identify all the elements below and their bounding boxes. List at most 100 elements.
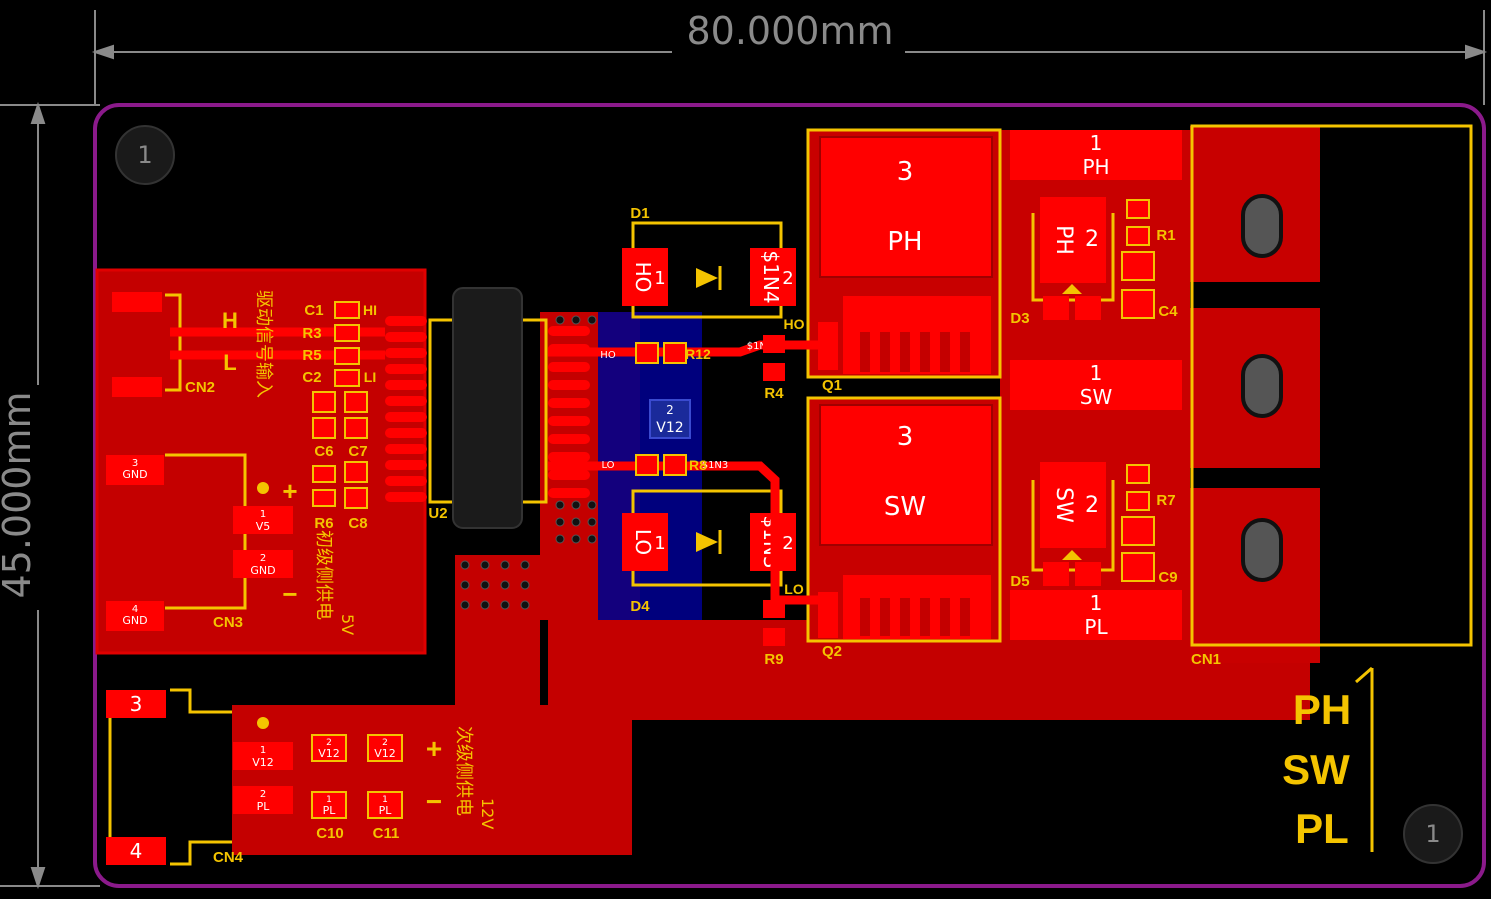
n1n4-net-tag: $1N4 [747, 341, 774, 352]
cn1-label: CN1 [1191, 651, 1221, 668]
q2-label: Q2 [822, 643, 842, 660]
svg-text:C2: C2 [302, 369, 321, 386]
c4-capacitor[interactable]: C4 [1121, 251, 1178, 320]
svg-text:GND: GND [122, 614, 147, 627]
svg-text:PL: PL [323, 804, 337, 817]
q2-net-label: SW [884, 492, 926, 522]
mounting-hole-top-left[interactable]: 1 [115, 125, 175, 185]
svg-text:C6: C6 [314, 443, 333, 460]
svg-text:LO: LO [631, 529, 655, 555]
svg-text:R1: R1 [1156, 227, 1175, 244]
primary-supply-label: 初级侧供电 [313, 530, 334, 620]
svg-text:C9: C9 [1158, 569, 1177, 586]
r7-resistor[interactable]: R7 [1126, 464, 1176, 511]
svg-text:V12: V12 [252, 756, 274, 769]
r8-resistor[interactable]: R8 [635, 454, 707, 476]
primary-minus-mark: − [282, 579, 297, 609]
secondary-plus-mark: + [426, 733, 442, 764]
r12-resistor[interactable]: R12 [635, 342, 711, 364]
svg-text:V12: V12 [374, 747, 396, 760]
svg-text:V12: V12 [318, 747, 340, 760]
q2-mosfet[interactable]: 3 SW Q2 [818, 404, 993, 660]
svg-text:R8: R8 [689, 457, 707, 473]
c9-capacitor[interactable]: C9 [1121, 516, 1178, 586]
u2-gate-driver-ic[interactable]: U2 [385, 287, 590, 529]
mounting-hole-bottom-right[interactable]: 1 [1403, 804, 1463, 864]
svg-text:C7: C7 [348, 443, 367, 460]
cn1-connector[interactable]: CN1 [1191, 194, 1283, 668]
svg-text:R9: R9 [764, 651, 783, 668]
svg-text:R7: R7 [1156, 492, 1175, 509]
secondary-minus-mark: − [426, 786, 442, 817]
c10-c11-capacitors[interactable]: 2 V12 2 V12 1 PL 1 PL C10 C11 [311, 734, 403, 842]
svg-text:R4: R4 [764, 385, 784, 402]
h-label: H [222, 308, 238, 333]
c6-c7-c8-r6-group[interactable]: C6 C7 R6 C8 [312, 391, 368, 532]
svg-text:3: 3 [130, 692, 143, 716]
r4-resistor[interactable]: R4 HO [763, 316, 805, 402]
svg-text:1: 1 [260, 745, 266, 756]
c1-r3-r5-c2-column[interactable]: C1 R3 R5 C2 HI LI [302, 301, 377, 387]
svg-text:PH: PH [1082, 155, 1109, 179]
primary-plus-mark: + [282, 476, 297, 506]
svg-text:V5: V5 [256, 520, 271, 533]
svg-text:HO: HO [784, 316, 805, 332]
q1-pad-number: 3 [897, 157, 914, 187]
svg-text:4: 4 [132, 604, 138, 615]
drive-input-label: 驱动信号输入 [253, 290, 274, 398]
d3-diode[interactable]: PH 2 D3 [1010, 197, 1106, 327]
svg-text:PL: PL [1084, 615, 1108, 639]
pl-pad-1[interactable]: 1 PL [1010, 590, 1182, 640]
svg-text:1: 1 [326, 795, 332, 805]
l-label: L [223, 350, 236, 375]
svg-text:1: 1 [1090, 361, 1103, 385]
svg-text:2: 2 [326, 738, 332, 748]
r1-resistor[interactable]: R1 [1126, 199, 1176, 246]
q1-mosfet[interactable]: 3 PH Q1 [818, 136, 993, 394]
svg-text:PH: PH [1051, 225, 1076, 255]
v12-bottom-component[interactable]: 2 V12 [649, 399, 691, 439]
svg-text:HI: HI [363, 302, 377, 318]
ph-pad-1[interactable]: 1 PH [1010, 130, 1182, 180]
svg-text:2: 2 [782, 533, 793, 554]
via-arrays [460, 315, 597, 610]
svg-text:C4: C4 [1158, 303, 1178, 320]
svg-text:2: 2 [1085, 493, 1099, 518]
r9-resistor[interactable]: R9 LO [763, 581, 804, 668]
svg-text:D1: D1 [630, 205, 649, 222]
svg-text:R5: R5 [302, 347, 321, 364]
svg-text:2: 2 [782, 268, 793, 289]
d5-diode[interactable]: SW 2 D5 [1010, 462, 1106, 590]
width-dimension-label: 80.000mm [687, 9, 894, 53]
cn4-connector[interactable]: 3 4 1 V12 2 PL CN4 [106, 690, 293, 866]
svg-text:2: 2 [666, 403, 674, 417]
svg-text:CN2: CN2 [185, 379, 215, 396]
svg-text:D4: D4 [630, 598, 650, 615]
svg-text:D5: D5 [1010, 573, 1029, 590]
secondary-voltage-label: 12V [478, 798, 497, 829]
legend-ph: PH [1293, 686, 1351, 733]
svg-text:R12: R12 [685, 346, 711, 362]
ho-net-tag: HO [600, 350, 616, 361]
cn3-connector[interactable]: 3 GND 4 GND 1 V5 2 GND CN3 [106, 455, 293, 631]
dimension-lines [0, 10, 1488, 890]
svg-text:C8: C8 [348, 515, 367, 532]
svg-text:1: 1 [260, 509, 266, 520]
q2-pad-number: 3 [897, 422, 914, 452]
svg-text:HO: HO [631, 262, 655, 293]
svg-text:$1N4: $1N4 [759, 250, 783, 303]
svg-text:C1: C1 [304, 302, 323, 319]
svg-text:1: 1 [654, 268, 665, 289]
svg-text:GND: GND [250, 564, 275, 577]
svg-text:1: 1 [654, 533, 665, 554]
svg-text:3: 3 [132, 458, 138, 469]
lo-net-tag: LO [601, 460, 614, 471]
svg-text:2: 2 [1085, 227, 1099, 252]
sw-pad-1[interactable]: 1 SW [1010, 360, 1182, 410]
d1-diode[interactable]: HO 1 $1N4 2 D1 [622, 205, 796, 306]
svg-text:1: 1 [1090, 131, 1103, 155]
svg-text:4: 4 [130, 839, 143, 863]
svg-text:LO: LO [784, 581, 804, 597]
svg-text:PL: PL [257, 800, 271, 813]
